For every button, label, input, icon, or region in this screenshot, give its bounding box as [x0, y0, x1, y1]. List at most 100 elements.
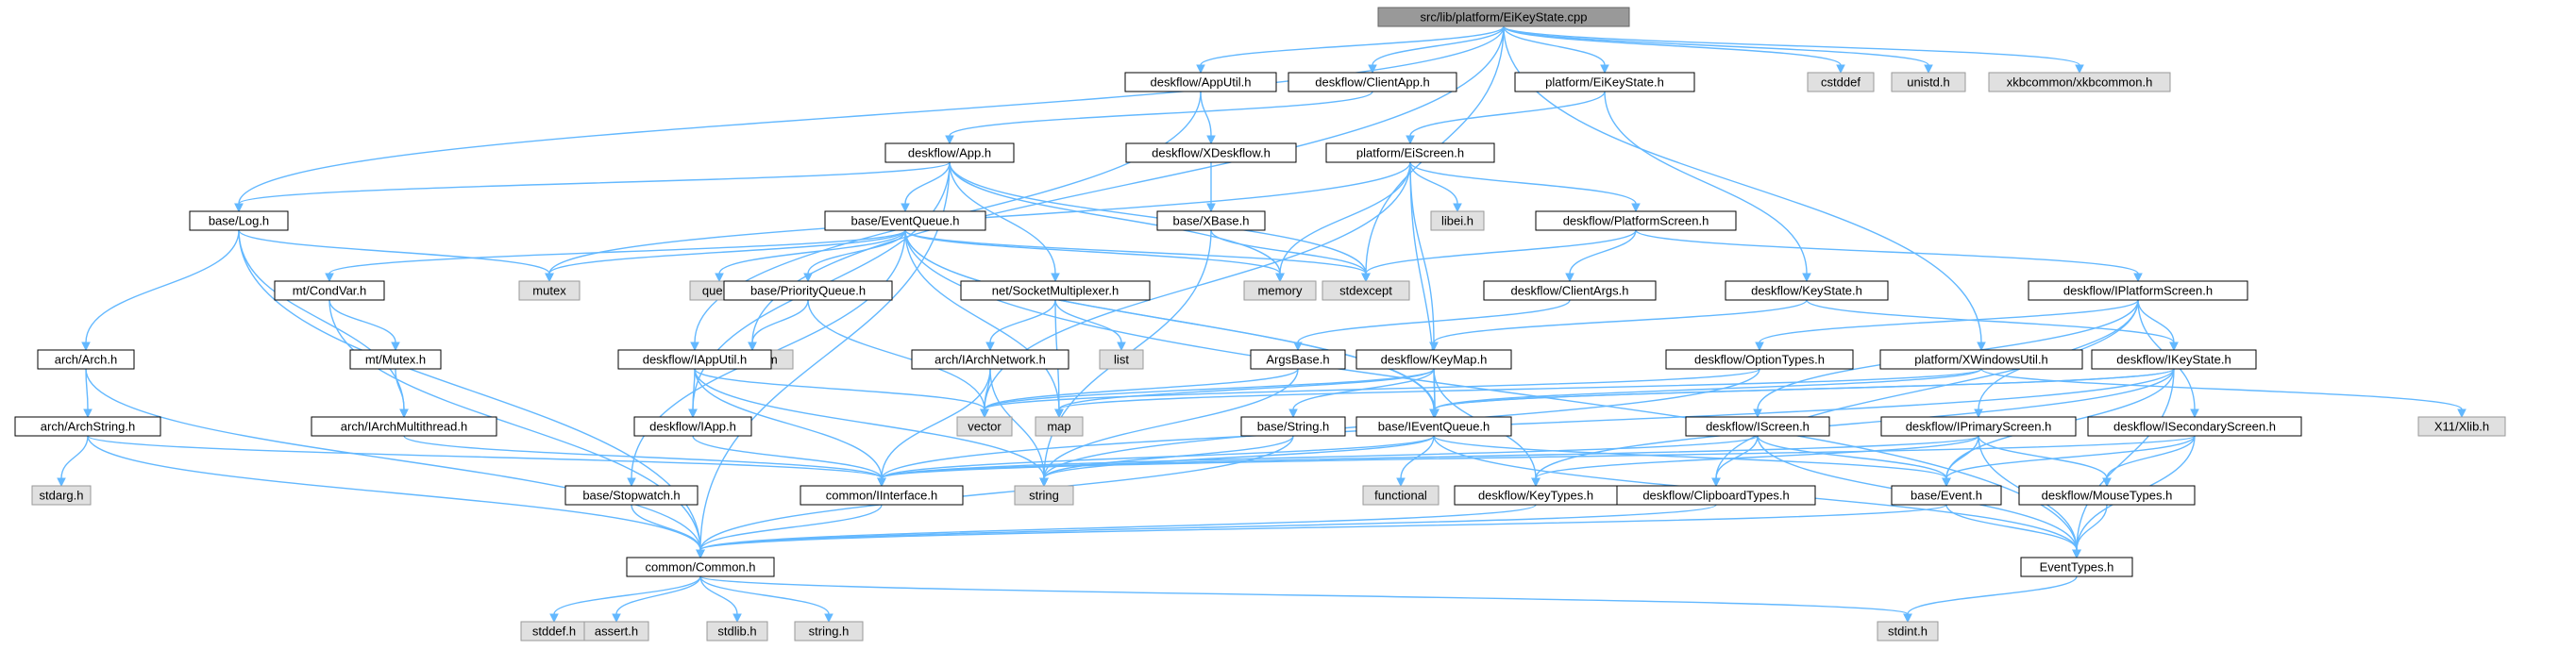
node-box [1325, 142, 1495, 163]
edge-arrowhead [325, 273, 334, 283]
node-common-iinterface-h[interactable]: common/IInterface.h [800, 485, 964, 506]
node-deskflow-keymap-h[interactable]: deskflow/KeyMap.h [1355, 349, 1512, 370]
node-eventtypes-h[interactable]: EventTypes.h [2020, 557, 2133, 577]
node-base-xbase-h[interactable]: base/XBase.h [1156, 210, 1266, 231]
node-string[interactable]: string [1014, 485, 1074, 506]
node-mutex[interactable]: mutex [518, 280, 581, 301]
node-platform-xwindowsutil-h[interactable]: platform/XWindowsUtil.h [1879, 349, 2083, 370]
node-box [583, 621, 649, 642]
node-arch-iarchnetwork-h[interactable]: arch/IArchNetwork.h [911, 349, 1069, 370]
node-deskflow-iapputil-h[interactable]: deskflow/IAppUtil.h [617, 349, 772, 370]
node-label: common/IInterface.h [826, 488, 938, 502]
node-mt-mutex-h[interactable]: mt/Mutex.h [349, 349, 442, 370]
node-arch-archstring-h[interactable]: arch/ArchString.h [14, 416, 161, 437]
edge-arrowhead [1406, 135, 1415, 145]
node-label: deskflow/IKeyState.h [2116, 352, 2231, 366]
node-box [2091, 349, 2257, 370]
node-label: deskflow/KeyState.h [1751, 283, 1862, 297]
node-deskflow-clientargs-h[interactable]: deskflow/ClientArgs.h [1483, 280, 1657, 301]
node-deskflow-keytypes-h[interactable]: deskflow/KeyTypes.h [1454, 485, 1618, 506]
edge-arrowhead [1429, 342, 1439, 352]
edge-base_log-to-arch_iarchmultithread [238, 229, 409, 419]
node-stdarg-h[interactable]: stdarg.h [31, 485, 92, 506]
node-deskflow-iapp-h[interactable]: deskflow/IApp.h [633, 416, 752, 437]
node-deskflow-iprimaryscreen-h[interactable]: deskflow/IPrimaryScreen.h [1880, 416, 2077, 437]
node-label: functional [1374, 488, 1427, 502]
node-functional[interactable]: functional [1362, 485, 1440, 506]
node-x11-xlib-h[interactable]: X11/Xlib.h [2417, 416, 2506, 437]
node-deskflow-platformscreen-h[interactable]: deskflow/PlatformScreen.h [1535, 210, 1737, 231]
node-platform-eikeystate-h[interactable]: platform/EiKeyState.h [1514, 72, 1695, 92]
edge-deskflow_platformscreen-to-deskflow_iplatformscreen [1635, 229, 2143, 283]
node-src-lib-platform-eikeystate-cpp[interactable]: src/lib/platform/EiKeyState.cpp [1377, 7, 1630, 27]
node-stddef-h[interactable]: stddef.h [520, 621, 588, 642]
node-box [2028, 280, 2248, 301]
node-deskflow-clipboardtypes-h[interactable]: deskflow/ClipboardTypes.h [1616, 485, 1816, 506]
node-deskflow-xdeskflow-h[interactable]: deskflow/XDeskflow.h [1125, 142, 1297, 163]
edge-root-to-deskflow_apputil [1196, 25, 1505, 75]
edge-root-to-base_log [234, 25, 1505, 213]
edge-root-to-cstddef [1503, 25, 1845, 75]
node-base-priorityqueue-h[interactable]: base/PriorityQueue.h [723, 280, 893, 301]
node-platform-eiscreen-h[interactable]: platform/EiScreen.h [1325, 142, 1495, 163]
node-base-stopwatch-h[interactable]: base/Stopwatch.h [564, 485, 699, 506]
node-libei-h[interactable]: libei.h [1430, 210, 1485, 231]
node-label: deskflow/KeyMap.h [1381, 352, 1488, 366]
edge-arrowhead [1288, 408, 1298, 419]
node-assert-h[interactable]: assert.h [583, 621, 649, 642]
edge-base_log-to-arch_arch [81, 229, 240, 352]
edge-arrowhead [1802, 273, 1811, 283]
node-label: stddef.h [532, 624, 576, 638]
node-base-eventqueue-h[interactable]: base/EventQueue.h [824, 210, 986, 231]
node-stdlib-h[interactable]: stdlib.h [706, 621, 768, 642]
edge-root-to-xkbcommon [1503, 25, 2084, 75]
edge-arch_iarchmultithread-to-common_iinterface [403, 435, 886, 488]
node-cstddef[interactable]: cstddef [1807, 72, 1875, 92]
node-vector[interactable]: vector [956, 416, 1013, 437]
node-deskflow-optiontypes-h[interactable]: deskflow/OptionTypes.h [1665, 349, 1854, 370]
node-stdint-h[interactable]: stdint.h [1877, 621, 1939, 642]
node-label: unistd.h [1907, 75, 1950, 89]
edge-platform_eiscreen-to-deskflow_platformscreen [1409, 161, 1641, 213]
node-deskflow-apputil-h[interactable]: deskflow/AppUtil.h [1124, 72, 1277, 92]
node-stdexcept[interactable]: stdexcept [1322, 280, 1410, 301]
node-string-h[interactable]: string.h [794, 621, 864, 642]
node-arch-arch-h[interactable]: arch/Arch.h [37, 349, 135, 370]
node-base-log-h[interactable]: base/Log.h [189, 210, 289, 231]
node-net-socketmultiplexer-h[interactable]: net/SocketMultiplexer.h [960, 280, 1151, 301]
node-base-string-h[interactable]: base/String.h [1240, 416, 1346, 437]
node-unistd-h[interactable]: unistd.h [1891, 72, 1966, 92]
edge-deskflow_ikeystate-to-eventtypes [2072, 368, 2175, 559]
node-argsbase-h[interactable]: ArgsBase.h [1250, 349, 1346, 370]
node-list[interactable]: list [1099, 349, 1144, 370]
node-common-common-h[interactable]: common/Common.h [626, 557, 775, 577]
node-deskflow-mousetypes-h[interactable]: deskflow/MouseTypes.h [2018, 485, 2196, 506]
edge-deskflow_iprimaryscreen-to-deskflow_keytypes [1531, 435, 1979, 488]
node-deskflow-clientapp-h[interactable]: deskflow/ClientApp.h [1288, 72, 1457, 92]
node-arch-iarchmultithread-h[interactable]: arch/IArchMultithread.h [311, 416, 497, 437]
edge-deskflow_platformscreen-to-deskflow_clientargs [1565, 229, 1637, 283]
edge-deskflow_iapputil-to-vector [694, 368, 989, 419]
node-deskflow-ikeystate-h[interactable]: deskflow/IKeyState.h [2091, 349, 2257, 370]
node-box [800, 485, 964, 506]
node-deskflow-app-h[interactable]: deskflow/App.h [884, 142, 1015, 163]
node-base-ieventqueue-h[interactable]: base/IEventQueue.h [1355, 416, 1512, 437]
edge-arrowhead [690, 342, 699, 352]
node-mt-condvar-h[interactable]: mt/CondVar.h [274, 280, 385, 301]
node-deskflow-keystate-h[interactable]: deskflow/KeyState.h [1725, 280, 1889, 301]
node-deskflow-iscreen-h[interactable]: deskflow/IScreen.h [1685, 416, 1830, 437]
edge-arch_archstring-to-stdarg [57, 435, 89, 488]
node-box [1240, 416, 1346, 437]
edge-platform_eikeystate-to-platform_eiscreen [1406, 91, 1606, 145]
node-label: deskflow/MouseTypes.h [2042, 488, 2173, 502]
node-base-event-h[interactable]: base/Event.h [1891, 485, 2002, 506]
node-xkbcommon-xkbcommon-h[interactable]: xkbcommon/xkbcommon.h [1988, 72, 2171, 92]
edge-common_common-to-stdlib [699, 575, 742, 624]
node-label: deskflow/KeyTypes.h [1478, 488, 1593, 502]
node-deskflow-isecondaryscreen-h[interactable]: deskflow/ISecondaryScreen.h [2087, 416, 2302, 437]
edge-arrowhead [824, 613, 833, 624]
node-memory[interactable]: memory [1243, 280, 1317, 301]
node-deskflow-iplatformscreen-h[interactable]: deskflow/IPlatformScreen.h [2028, 280, 2248, 301]
node-map[interactable]: map [1035, 416, 1084, 437]
